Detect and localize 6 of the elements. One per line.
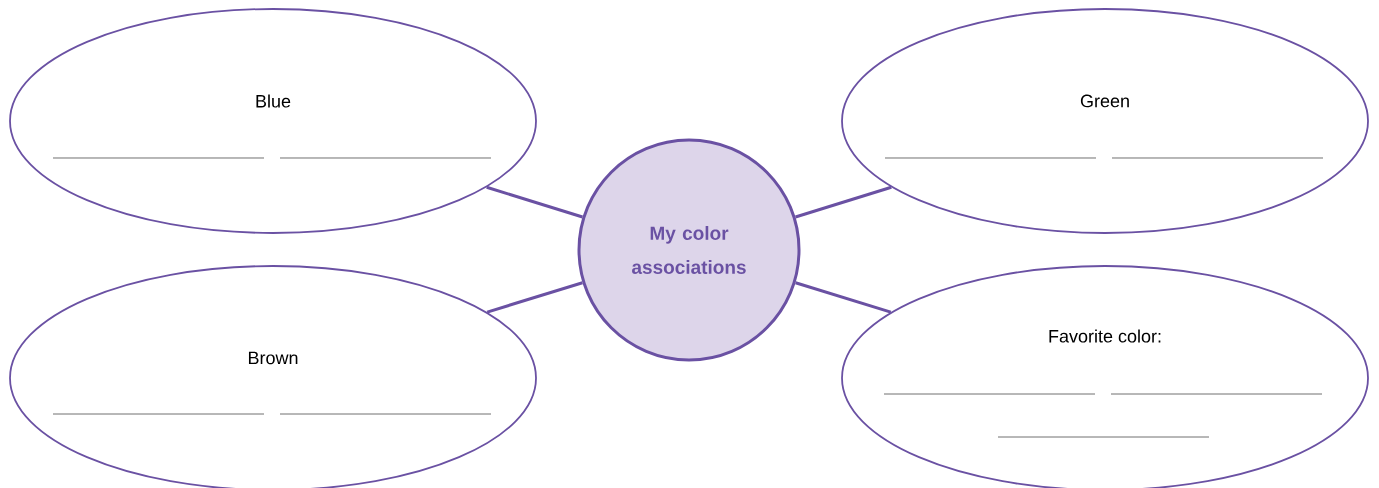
oval: Blue: [9, 8, 537, 234]
connector-line: [486, 185, 583, 219]
connector-line: [795, 281, 892, 314]
connector-line: [486, 281, 583, 314]
oval: Green: [841, 8, 1369, 234]
connector-line: [795, 185, 892, 219]
